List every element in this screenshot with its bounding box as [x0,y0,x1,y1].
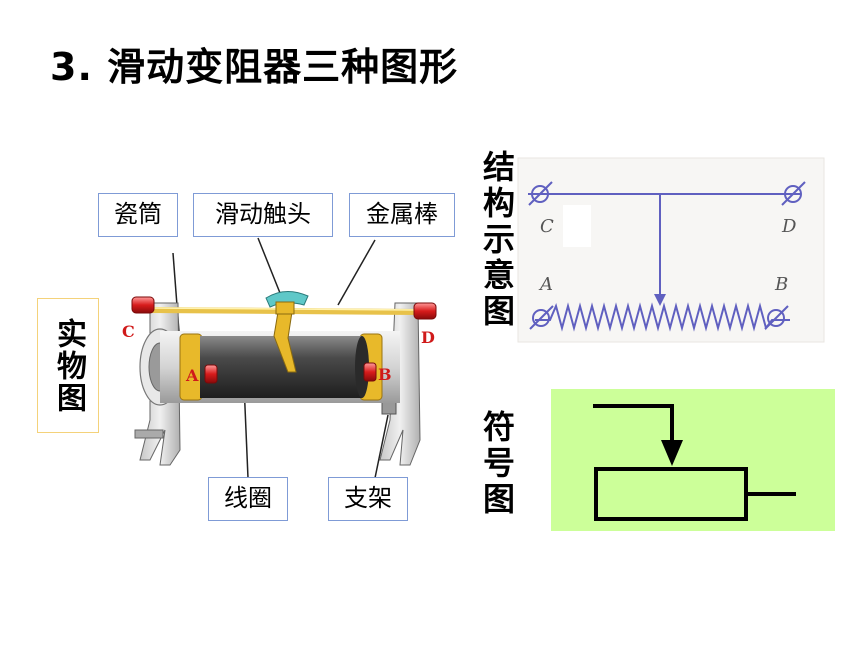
terminal-c-letter: C [122,322,135,341]
symbol-slider-line [593,404,674,455]
symbol-diagram [551,389,835,531]
terminal-a-knob [204,364,218,384]
callout-slider-contact: 滑动触头 [193,193,333,237]
structure-terminal-a [529,305,554,330]
physical-diagram-label: 实物图 [37,298,99,433]
terminal-d-letter: D [421,328,435,347]
symbol-background [551,389,835,531]
callout-metal-rod: 金属棒 [349,193,455,237]
slider-contact [265,291,309,373]
structure-diagram-label: 结构示意图 [478,150,516,330]
terminal-b-letter: B [378,365,392,384]
structure-slider-arrowhead [654,294,666,306]
callout-coil: 线圈 [208,477,288,521]
callout-porcelain-tube: 瓷筒 [98,193,178,237]
callout-bracket: 支架 [328,477,408,521]
structure-label-a: A [538,274,553,295]
leader-bracket [374,414,389,479]
leader-metal-rod [337,239,376,306]
terminal-c-knob [131,296,155,314]
structure-terminal-c [528,181,553,206]
terminal-d-knob [413,302,437,320]
page-title: 3. 滑动变阻器三种图形 [50,45,459,89]
structure-coil-zigzag [535,302,790,332]
structure-terminal-b [764,305,789,330]
structure-label-b: B [774,274,788,295]
terminal-b-knob [363,362,377,382]
symbol-diagram-label: 符号图 [478,410,516,518]
terminal-a-letter: A [185,366,199,385]
symbol-slider-arrowhead [661,440,683,466]
structure-diagram: C D A B [517,157,825,343]
structure-terminal-d [781,181,806,206]
structure-label-c: C [540,216,554,237]
leader-slider [257,237,281,294]
structure-label-d: D [781,216,797,237]
